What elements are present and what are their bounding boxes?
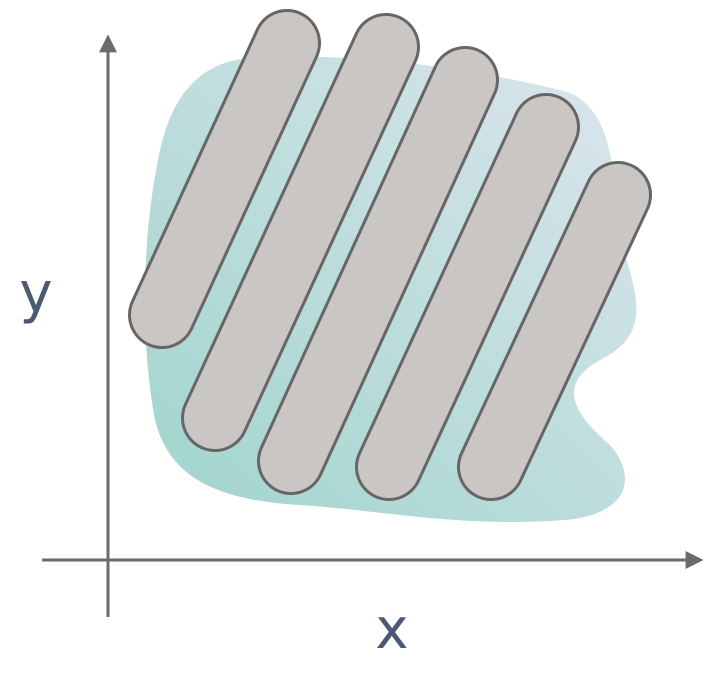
capsule [257, 46, 499, 495]
capsule-fill [131, 12, 318, 346]
capsule-fill [358, 96, 577, 498]
x-axis-label: x [375, 597, 408, 662]
y-axis-label: y [19, 261, 52, 326]
capsule-fill [460, 164, 649, 498]
capsule-group [128, 9, 652, 501]
capsule-fill [184, 16, 417, 449]
capsule [355, 93, 580, 501]
capsule [457, 161, 652, 501]
capsule [128, 9, 321, 349]
capsule-fill [260, 49, 496, 492]
capsule [181, 13, 420, 452]
